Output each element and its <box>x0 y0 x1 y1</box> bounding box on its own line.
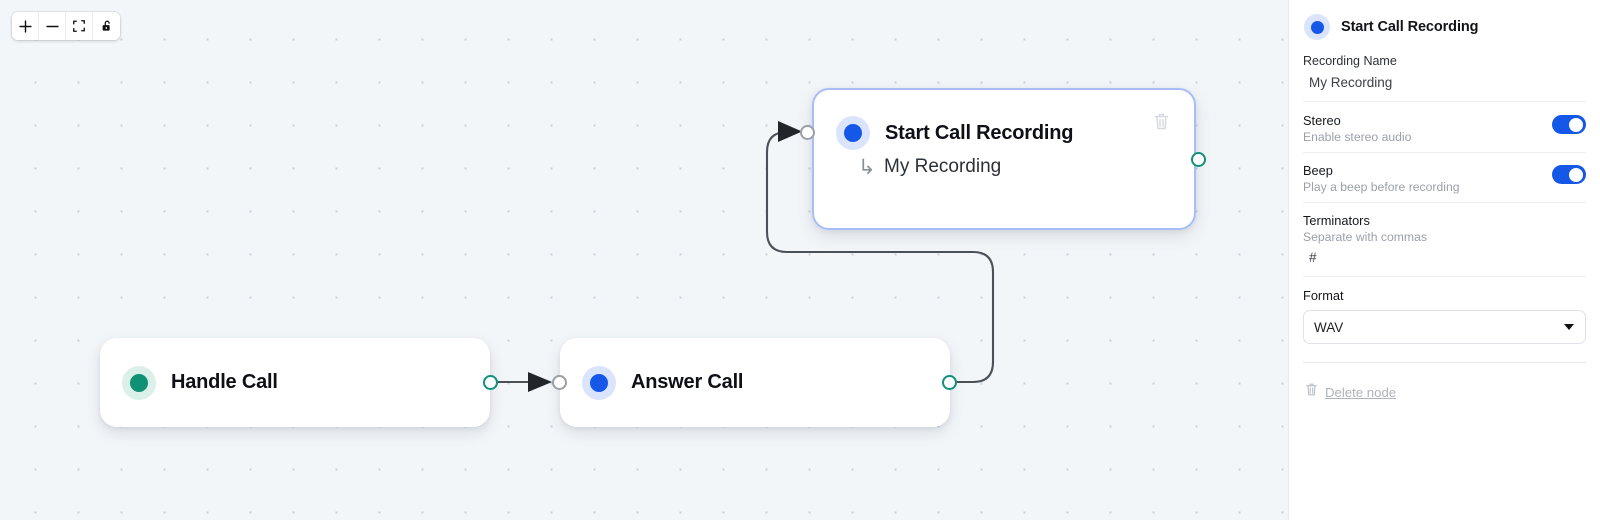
node-answer-call[interactable]: Answer Call <box>560 338 950 427</box>
subtitle-arrow-icon: ↳ <box>858 155 876 179</box>
node-start-call-recording-source-handle[interactable] <box>1191 152 1206 167</box>
beep-description: Play a beep before recording <box>1303 180 1460 194</box>
node-start-call-recording[interactable]: Start Call Recording ↳ My Recording <box>812 88 1196 230</box>
zoom-in-button[interactable] <box>12 12 39 40</box>
delete-node-button[interactable]: Delete node <box>1303 363 1586 402</box>
trash-icon <box>1305 382 1318 402</box>
node-start-call-recording-target-handle[interactable] <box>800 125 815 140</box>
node-header-row: Start Call Recording <box>836 116 1172 150</box>
minus-icon <box>45 19 60 34</box>
fit-view-button[interactable] <box>66 12 93 40</box>
flow-canvas[interactable]: Handle Call Answer Call Start Call Recor… <box>0 0 1288 520</box>
node-status-dot <box>836 116 870 150</box>
beep-label: Beep <box>1303 163 1333 178</box>
terminators-input[interactable] <box>1303 250 1586 265</box>
node-title: Answer Call <box>631 371 744 393</box>
node-properties-panel: Start Call Recording Recording Name Ster… <box>1288 0 1600 520</box>
lock-button[interactable] <box>93 12 120 40</box>
node-handle-call-source-handle[interactable] <box>483 375 498 390</box>
panel-divider <box>1303 362 1586 363</box>
node-status-dot <box>122 365 156 400</box>
recording-name-field: Recording Name <box>1303 54 1586 102</box>
beep-row: Beep Play a beep before recording <box>1303 163 1586 203</box>
edge-layer <box>497 121 995 392</box>
node-subtitle: My Recording <box>884 156 1002 177</box>
format-label: Format <box>1303 288 1344 303</box>
stereo-description: Enable stereo audio <box>1303 130 1412 144</box>
beep-toggle[interactable] <box>1552 165 1586 184</box>
chevron-down-icon <box>1564 324 1574 330</box>
canvas-toolbar <box>12 12 120 40</box>
node-answer-call-source-handle[interactable] <box>942 375 957 390</box>
node-title: Handle Call <box>171 371 278 393</box>
node-header-row: Answer Call <box>560 338 950 427</box>
stereo-label: Stereo <box>1303 113 1341 128</box>
zoom-out-button[interactable] <box>39 12 66 40</box>
recording-name-label: Recording Name <box>1303 54 1397 68</box>
panel-header: Start Call Recording <box>1303 0 1586 54</box>
node-handle-call[interactable]: Handle Call <box>100 338 490 427</box>
node-status-dot <box>582 365 616 400</box>
format-selected-value: WAV <box>1314 319 1344 335</box>
terminators-description: Separate with commas <box>1303 230 1427 244</box>
panel-status-dot <box>1304 14 1330 40</box>
plus-icon <box>18 19 33 34</box>
panel-title: Start Call Recording <box>1341 19 1479 35</box>
terminators-label: Terminators <box>1303 213 1370 228</box>
format-field: Format WAV <box>1303 288 1586 344</box>
terminators-field: Terminators Separate with commas <box>1303 213 1586 277</box>
delete-node-label: Delete node <box>1325 384 1397 400</box>
format-select[interactable]: WAV <box>1303 310 1586 344</box>
stereo-row: Stereo Enable stereo audio <box>1303 113 1586 153</box>
node-title: Start Call Recording <box>885 121 1074 144</box>
fit-view-icon <box>72 19 86 33</box>
node-delete-icon[interactable] <box>1153 112 1170 131</box>
stereo-toggle[interactable] <box>1552 115 1586 134</box>
node-subtitle-row: ↳ My Recording <box>858 156 1172 178</box>
recording-name-input[interactable] <box>1303 75 1586 90</box>
lock-icon <box>100 19 114 33</box>
node-answer-call-target-handle[interactable] <box>552 375 567 390</box>
node-header-row: Handle Call <box>100 338 490 427</box>
